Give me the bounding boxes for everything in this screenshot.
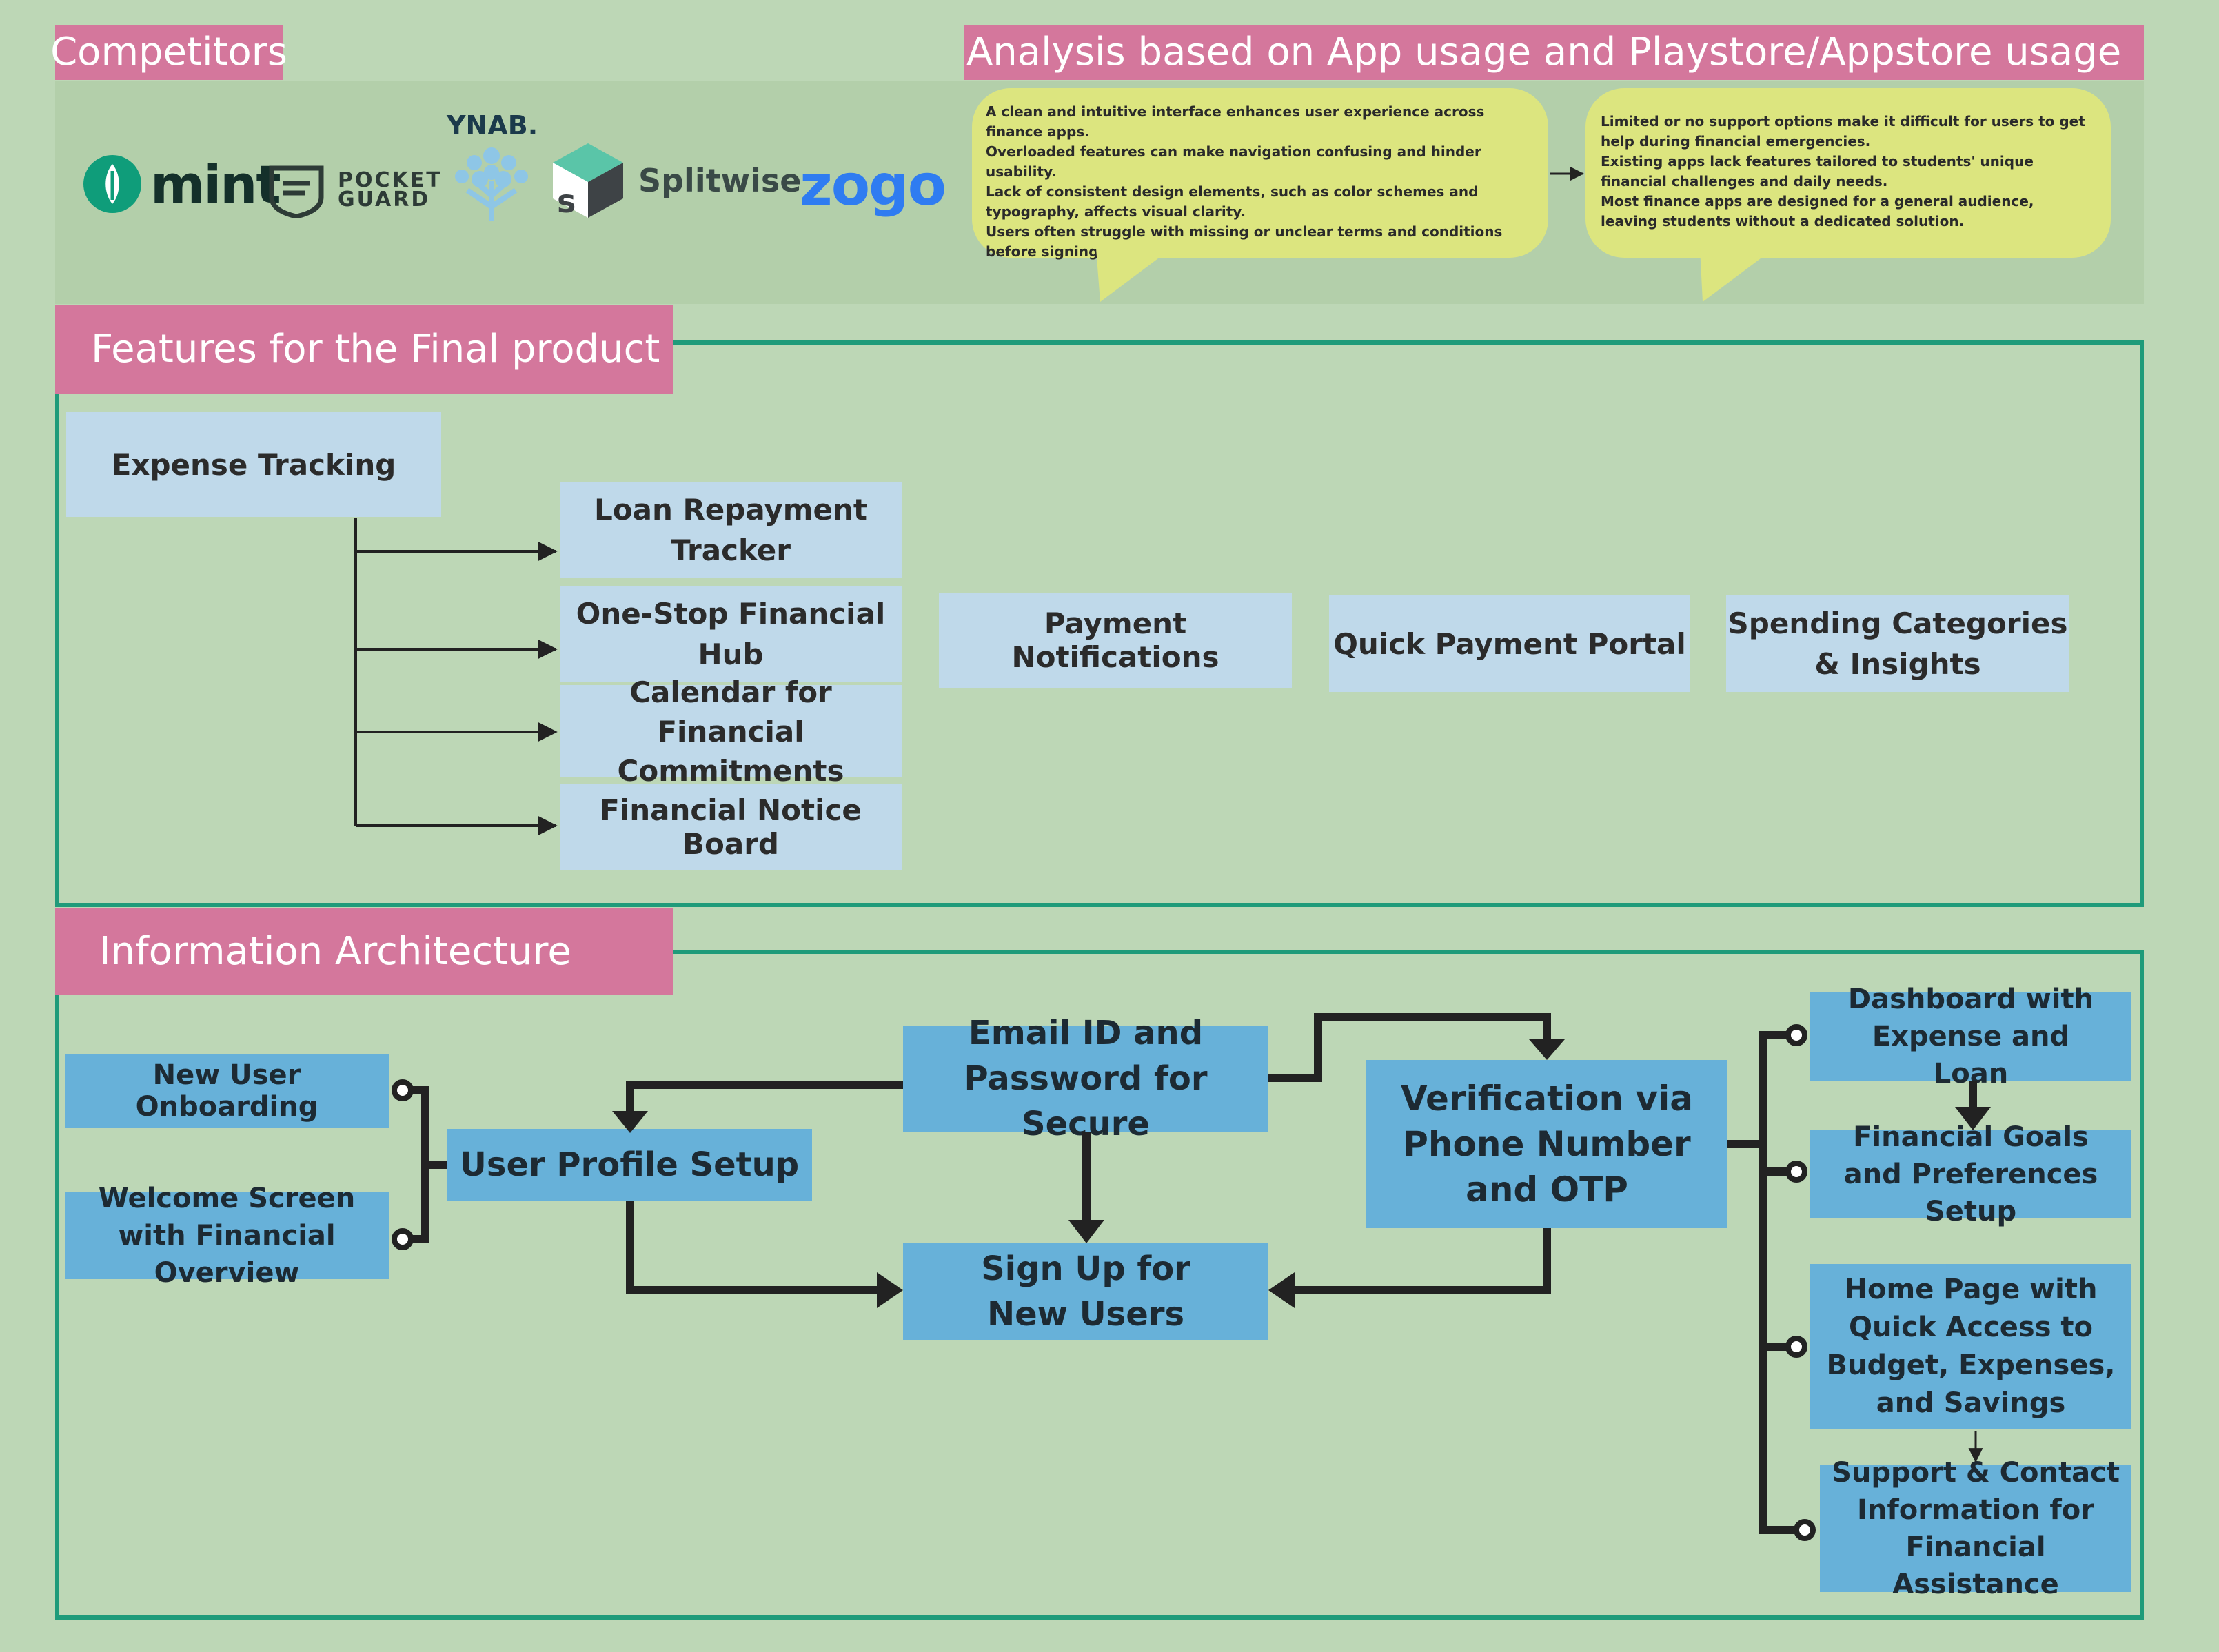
new-user-onboarding-label: New User Onboarding xyxy=(135,1059,318,1123)
calendar-commitments-box: Calendar for Financial Commitments xyxy=(560,675,902,788)
sign-up-label: Sign Up for New Users xyxy=(981,1250,1190,1334)
payment-notifications-box: Payment Notifications xyxy=(939,593,1292,688)
zogo-wordmark: zogo xyxy=(800,153,946,218)
verification-label: Verification via Phone Number and OTP xyxy=(1401,1079,1693,1210)
notice-board-box: Financial Notice Board xyxy=(560,784,902,870)
competitors-header: Competitors xyxy=(50,25,287,80)
quick-payment-label: Quick Payment Portal xyxy=(1333,626,1686,661)
dashboard-box: Dashboard with Expense and Loan xyxy=(1810,983,2131,1090)
splitwise-wordmark: Splitwise xyxy=(638,162,802,199)
competitors-title: Competitors xyxy=(50,30,287,74)
analysis-header: Analysis based on App usage and Playstor… xyxy=(964,25,2144,80)
mint-wordmark: mint xyxy=(150,153,281,215)
pocketguard-icon xyxy=(269,165,324,218)
features-header: Features for the Final product xyxy=(55,305,673,394)
ia-connector-dots xyxy=(392,1024,1816,1541)
features-frame xyxy=(55,340,2144,907)
splitwise-logo: s Splitwise xyxy=(551,142,801,219)
analysis-bubble-right: Limited or no support options make it di… xyxy=(1585,88,2111,258)
bubble-right-tail xyxy=(1700,248,1774,302)
one-stop-hub-label: One-Stop Financial Hub xyxy=(576,597,886,671)
ia-frame xyxy=(55,950,2144,1620)
email-password-box: Email ID and Password for Secure xyxy=(903,1014,1268,1143)
notice-board-label: Financial Notice Board xyxy=(600,793,862,861)
home-page-box: Home Page with Quick Access to Budget, E… xyxy=(1810,1264,2131,1429)
bubble-left-tail xyxy=(1096,248,1172,302)
payment-notifications-label: Payment Notifications xyxy=(1011,606,1219,674)
ia-header: Information Architecture xyxy=(55,908,673,995)
analysis-title: Analysis based on App usage and Playstor… xyxy=(966,30,2122,74)
loan-repayment-label: Loan Repayment Tracker xyxy=(594,493,868,567)
welcome-screen-box: Welcome Screen with Financial Overview xyxy=(65,1183,389,1289)
user-profile-setup-box: User Profile Setup xyxy=(447,1129,812,1201)
user-profile-setup-label: User Profile Setup xyxy=(459,1145,800,1184)
spending-categories-box: Spending Categories & Insights xyxy=(1726,595,2069,692)
bubble-left-line-2: Overloaded features can make navigation … xyxy=(986,143,1481,180)
ia-title: Information Architecture xyxy=(99,929,571,974)
calendar-commitments-label: Calendar for Financial Commitments xyxy=(617,675,844,788)
zogo-logo: zogo xyxy=(800,153,946,218)
quick-payment-box: Quick Payment Portal xyxy=(1329,595,1690,692)
ynab-wordmark: YNAB. xyxy=(447,110,538,141)
bubble-left-line-3: Lack of consistent design elements, such… xyxy=(986,183,1479,220)
ynab-logo: YNAB. xyxy=(447,110,538,227)
features-tree-connectors xyxy=(354,518,558,835)
mint-logo: mint xyxy=(83,153,281,215)
bubble-right-line-3: Most finance apps are designed for a gen… xyxy=(1601,193,2034,230)
bubble-right-line-2: Existing apps lack features tailored to … xyxy=(1601,153,2034,190)
verification-box: Verification via Phone Number and OTP xyxy=(1366,1060,1727,1228)
email-password-label: Email ID and Password for Secure xyxy=(964,1014,1208,1143)
expense-tracking-box: Expense Tracking xyxy=(66,412,441,517)
support-box: Support & Contact Information for Financ… xyxy=(1820,1457,2131,1600)
bubble-right-line-1: Limited or no support options make it di… xyxy=(1601,113,2085,150)
new-user-onboarding-box: New User Onboarding xyxy=(65,1054,389,1128)
welcome-screen-label: Welcome Screen with Financial Overview xyxy=(98,1183,356,1289)
support-label: Support & Contact Information for Financ… xyxy=(1832,1457,2120,1600)
spending-categories-label: Spending Categories & Insights xyxy=(1727,606,2068,681)
splitwise-icon: s xyxy=(553,143,623,219)
ynab-tree-icon xyxy=(455,147,528,221)
ia-connectors xyxy=(403,1013,1977,1534)
home-page-label: Home Page with Quick Access to Budget, E… xyxy=(1826,1274,2116,1419)
pocketguard-wordmark: POCKET GUARD xyxy=(338,168,443,212)
bubble-left-line-1: A clean and intuitive interface enhances… xyxy=(986,103,1485,140)
loan-repayment-box: Loan Repayment Tracker xyxy=(560,482,902,578)
analysis-bubble-left: A clean and intuitive interface enhances… xyxy=(972,88,1548,260)
expense-tracking-label: Expense Tracking xyxy=(111,447,396,482)
ia-arrowheads xyxy=(612,1039,1991,1308)
one-stop-hub-box: One-Stop Financial Hub xyxy=(560,586,902,682)
pocketguard-logo: POCKET GUARD xyxy=(267,163,443,218)
svg-text:s: s xyxy=(557,183,576,219)
features-title: Features for the Final product xyxy=(91,327,660,371)
mint-leaf-icon xyxy=(83,155,141,213)
sign-up-box: Sign Up for New Users xyxy=(903,1243,1268,1340)
